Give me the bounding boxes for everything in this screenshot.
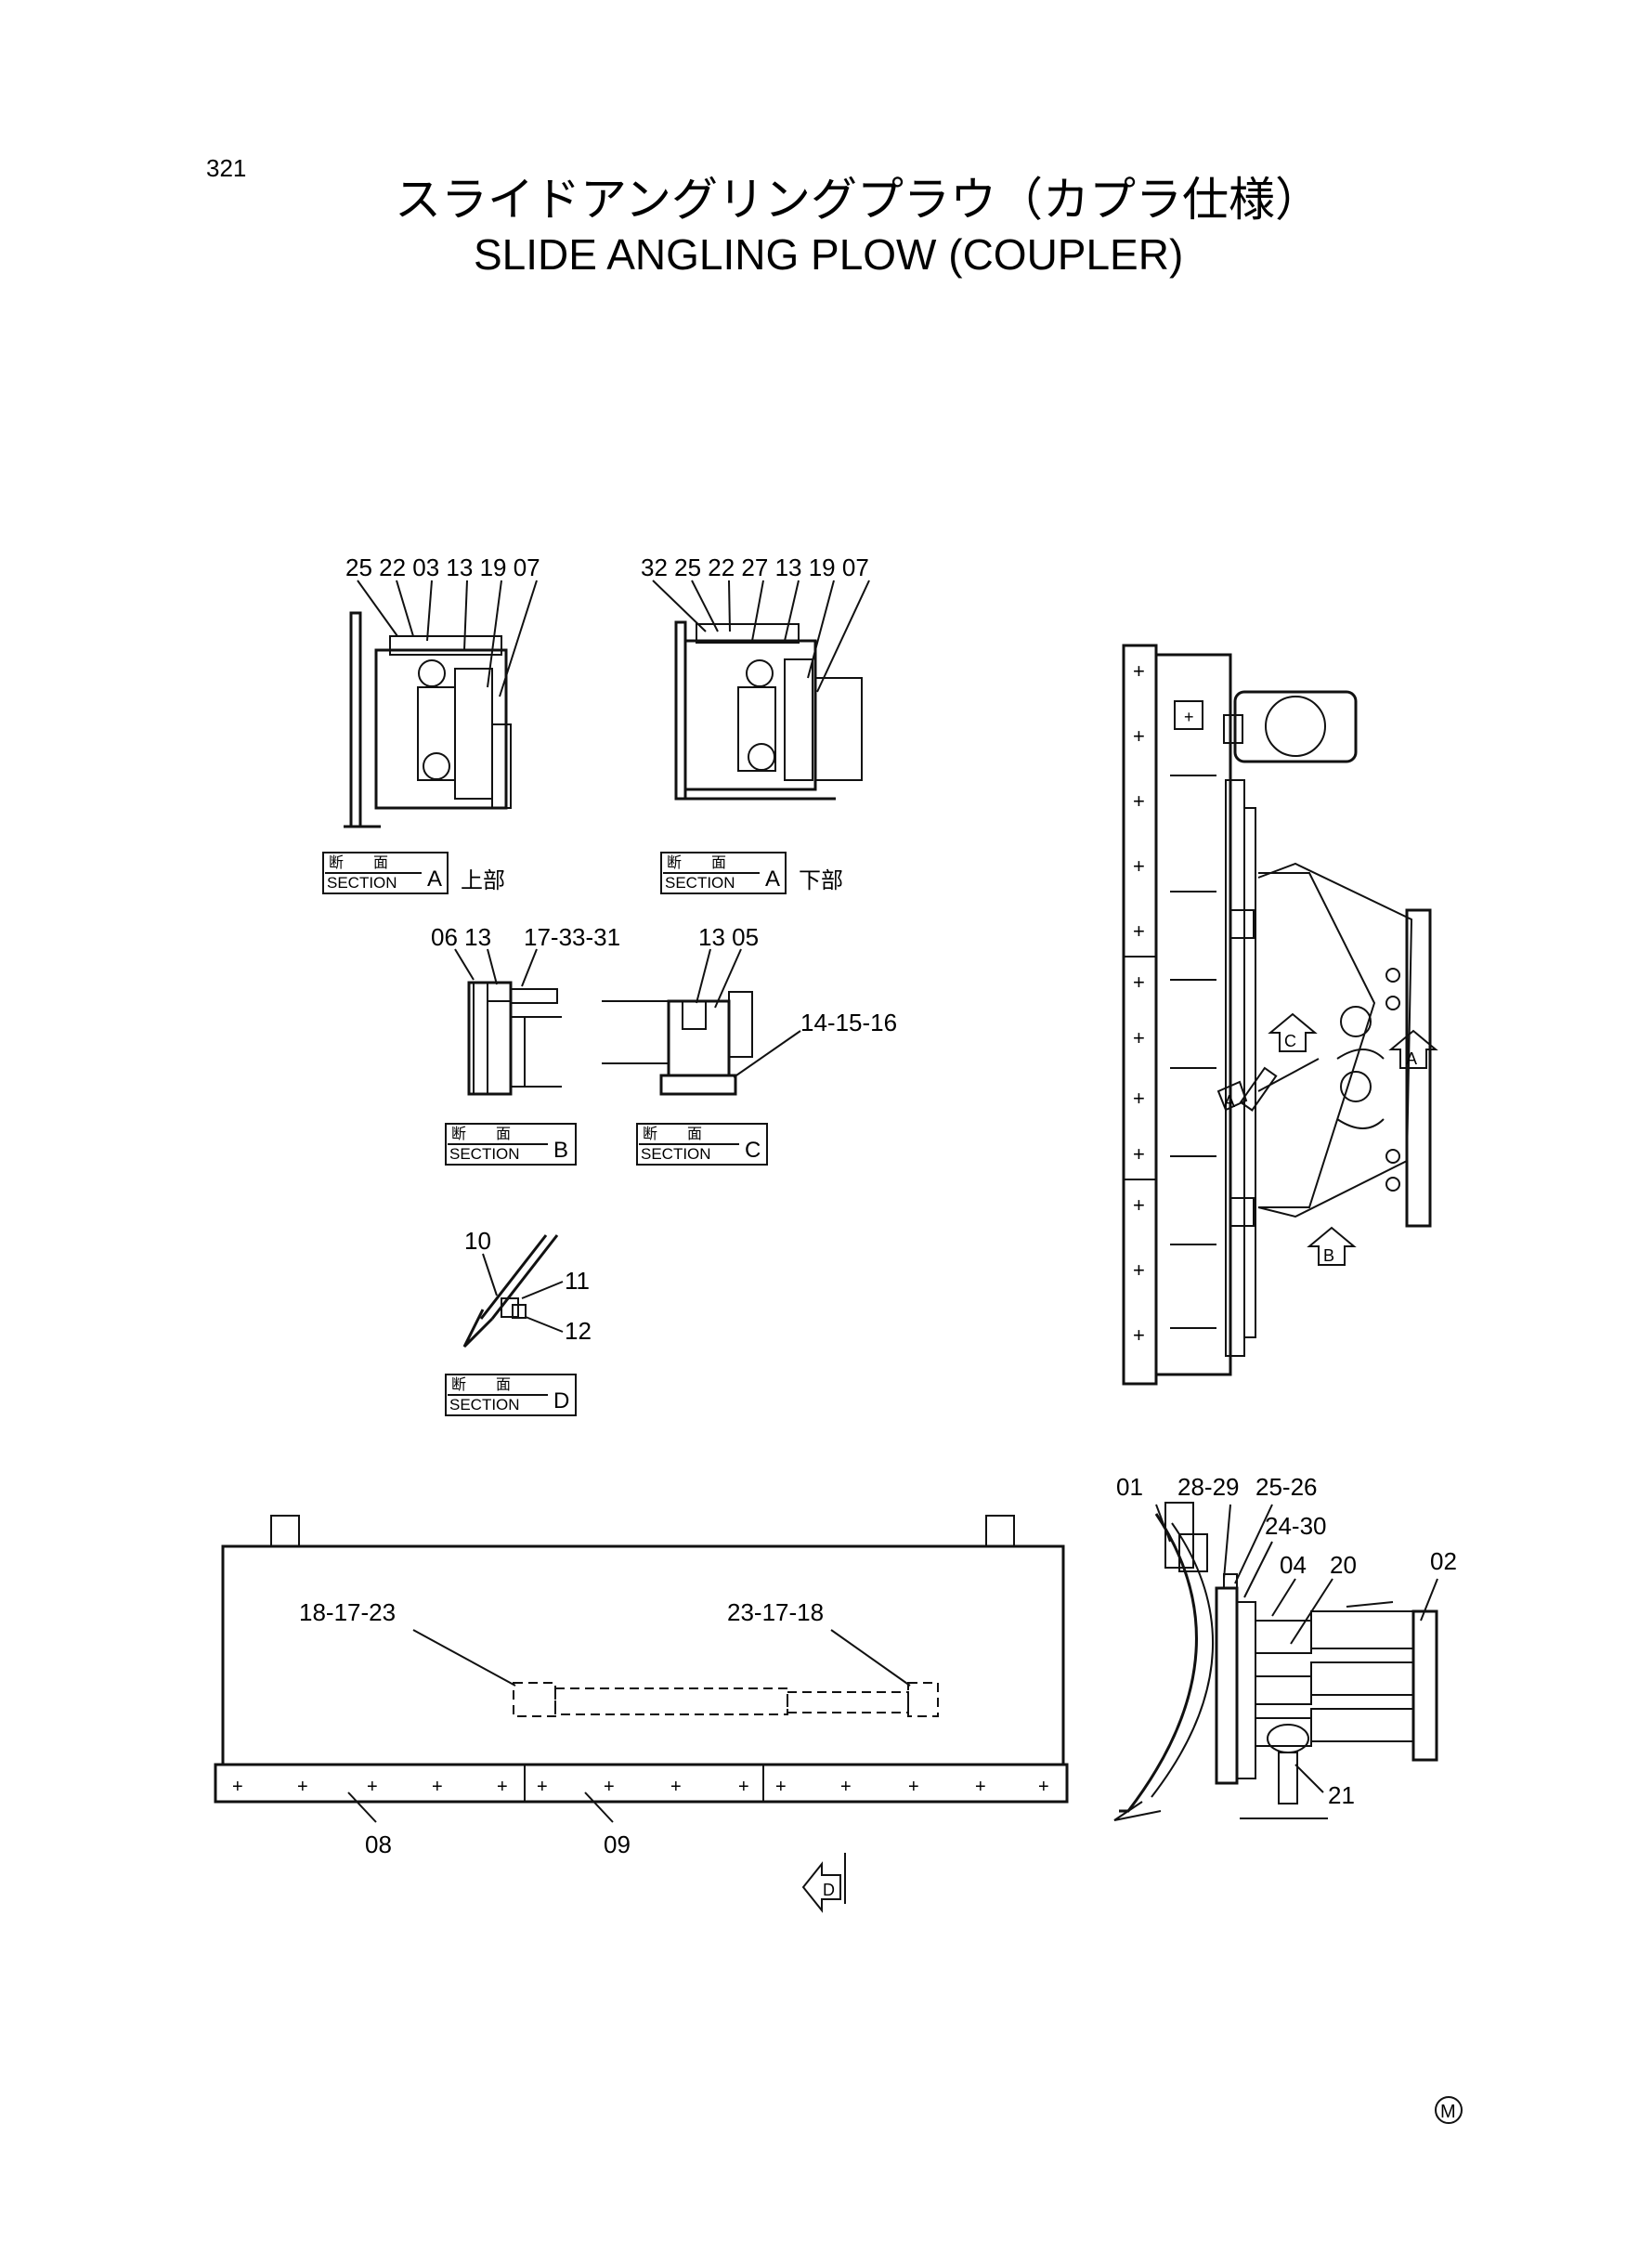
- section-b-callout-left: 06 13: [431, 923, 491, 951]
- section-d-label: 断 面 SECTION D: [445, 1374, 577, 1416]
- svg-text:SECTION: SECTION: [449, 1396, 520, 1414]
- m-mark-badge: M: [1435, 2096, 1463, 2124]
- svg-text:+: +: [670, 1777, 682, 1797]
- svg-text:SECTION: SECTION: [327, 874, 397, 892]
- svg-text:M: M: [1440, 2102, 1456, 2122]
- svg-text:下部: 下部: [799, 867, 843, 893]
- svg-text:+: +: [840, 1777, 852, 1797]
- svg-text:+: +: [908, 1777, 919, 1797]
- svg-text:A: A: [1224, 1092, 1235, 1111]
- front-view-drawing: [214, 1515, 1069, 1823]
- front-view-plus-marks: + + + + + + + + + + + + + +: [232, 1777, 1049, 1797]
- view-marker-c: C: [1268, 1012, 1318, 1052]
- section-a-lower-drawing: 32 25 22 27 13 19 07: [641, 554, 870, 801]
- svg-text:SECTION: SECTION: [449, 1145, 520, 1163]
- top-view-plus-marks: + + + + + + + + + + + + +: [1133, 659, 1194, 1347]
- side-callout-01: 01: [1116, 1473, 1143, 1501]
- svg-text:D: D: [823, 1881, 835, 1899]
- svg-text:+: +: [1133, 1258, 1145, 1282]
- section-b-callout-right: 17-33-31: [524, 923, 620, 951]
- svg-text:D: D: [553, 1388, 569, 1414]
- side-callout-21: 21: [1328, 1781, 1355, 1809]
- svg-text:B: B: [1323, 1246, 1334, 1265]
- svg-text:12: 12: [565, 1317, 592, 1345]
- side-callout-20: 20: [1330, 1551, 1357, 1579]
- section-b-label: 断 面 SECTION B: [445, 1123, 577, 1166]
- section-a-lower-label: 断 面 SECTION A 下部: [660, 852, 843, 894]
- svg-text:+: +: [537, 1777, 548, 1797]
- svg-text:A: A: [765, 866, 780, 892]
- top-view-drawing: [1122, 644, 1432, 1386]
- front-callout-edge-09: 09: [604, 1831, 631, 1858]
- svg-text:上部: 上部: [461, 867, 505, 893]
- svg-text:C: C: [745, 1138, 761, 1163]
- svg-text:A: A: [427, 866, 442, 892]
- svg-text:+: +: [604, 1777, 615, 1797]
- svg-text:10: 10: [464, 1227, 491, 1255]
- title-english: SLIDE ANGLING PLOW (COUPLER): [474, 230, 1183, 279]
- front-callout-edge-08: 08: [365, 1831, 392, 1858]
- svg-text:11: 11: [565, 1267, 590, 1295]
- view-marker-d: D: [801, 1853, 846, 1913]
- svg-text:+: +: [1038, 1777, 1049, 1797]
- side-view-drawing: [1113, 1502, 1438, 1821]
- section-a-upper-callouts: 25 22 03 13 19 07: [345, 554, 540, 581]
- section-c-callout-side: 14-15-16: [800, 1009, 897, 1036]
- title-japanese: スライドアングリングプラウ（カプラ仕様）: [395, 173, 1321, 227]
- side-callout-02: 02: [1430, 1547, 1457, 1575]
- svg-text:断 面: 断 面: [329, 853, 388, 871]
- section-b-drawing: 06 13 17-33-31: [431, 923, 620, 1096]
- svg-text:断 面: 断 面: [667, 853, 726, 871]
- svg-text:+: +: [1133, 1142, 1145, 1166]
- svg-text:+: +: [432, 1777, 443, 1797]
- page-number: 321: [206, 154, 246, 182]
- svg-text:+: +: [1184, 708, 1194, 726]
- svg-text:+: +: [1133, 971, 1145, 994]
- side-callout-28-29: 28-29: [1177, 1473, 1240, 1501]
- svg-text:+: +: [775, 1777, 787, 1797]
- side-callout-04: 04: [1280, 1551, 1307, 1579]
- section-c-callout-top: 13 05: [698, 923, 759, 951]
- front-callout-left-cylinder: 18-17-23: [299, 1598, 396, 1626]
- svg-text:断 面: 断 面: [643, 1125, 702, 1142]
- section-c-drawing: 13 05 14-15-16: [602, 923, 897, 1096]
- svg-text:+: +: [297, 1777, 308, 1797]
- svg-text:SECTION: SECTION: [641, 1145, 711, 1163]
- section-c-label: 断 面 SECTION C: [636, 1123, 768, 1166]
- front-callout-right-cylinder: 23-17-18: [727, 1598, 824, 1626]
- section-a-lower-callouts: 32 25 22 27 13 19 07: [641, 554, 869, 581]
- section-d-drawing: 10 11 12: [462, 1227, 592, 1348]
- section-a-upper-drawing: 25 22 03 13 19 07: [344, 554, 540, 828]
- svg-text:+: +: [1133, 1323, 1145, 1347]
- svg-text:C: C: [1284, 1032, 1296, 1050]
- svg-text:A: A: [1406, 1049, 1417, 1068]
- view-marker-b: B: [1307, 1226, 1357, 1266]
- svg-text:+: +: [738, 1777, 749, 1797]
- side-callout-25-26: 25-26: [1255, 1473, 1318, 1501]
- svg-text:+: +: [232, 1777, 243, 1797]
- svg-text:+: +: [1133, 1193, 1145, 1217]
- svg-text:B: B: [553, 1138, 568, 1163]
- svg-text:断 面: 断 面: [451, 1125, 511, 1142]
- svg-text:+: +: [1133, 724, 1145, 748]
- svg-text:+: +: [497, 1777, 508, 1797]
- view-marker-a-right: A: [1388, 1029, 1438, 1069]
- svg-text:+: +: [1133, 854, 1145, 878]
- svg-text:+: +: [1133, 1087, 1145, 1110]
- svg-text:SECTION: SECTION: [665, 874, 735, 892]
- section-a-upper-label: 断 面 SECTION A 上部: [322, 852, 505, 894]
- svg-text:+: +: [1133, 919, 1145, 943]
- svg-text:+: +: [1133, 1026, 1145, 1049]
- side-callout-24-30: 24-30: [1265, 1512, 1327, 1540]
- svg-text:+: +: [1133, 659, 1145, 683]
- svg-text:+: +: [1133, 789, 1145, 813]
- svg-text:断 面: 断 面: [451, 1375, 511, 1393]
- svg-text:+: +: [367, 1777, 378, 1797]
- svg-text:+: +: [975, 1777, 986, 1797]
- view-marker-a-left: A: [1216, 1080, 1248, 1112]
